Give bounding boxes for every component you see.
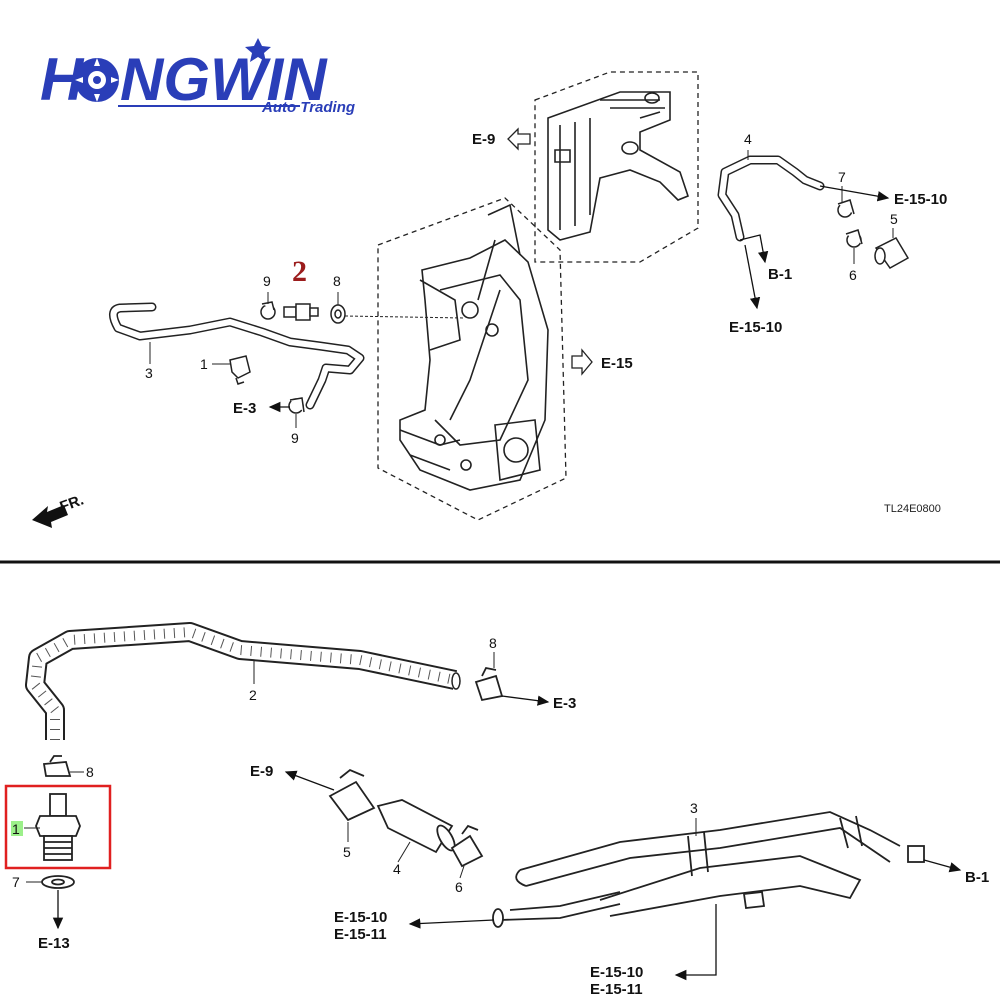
engine-bracket-drawing — [399, 203, 549, 491]
top-diagram: 2 9 8 3 1 9 4 7 5 6 E-9 E-15-10 B-1 E-15… — [32, 71, 947, 528]
logo-brand-rest: NGWIN — [120, 46, 328, 113]
arrow-to-e3-bottom-icon — [501, 695, 550, 706]
logo-subtitle: Auto Trading — [261, 99, 355, 116]
bottom-ref-e9: E-9 — [250, 763, 273, 780]
bottom-ref-e15-11-left: E-15-11 — [334, 926, 387, 943]
top-label-7: 7 — [838, 169, 846, 185]
arrow-to-e15-10-right-icon — [674, 904, 717, 981]
top-label-5: 5 — [890, 211, 898, 227]
hongwin-logo: H NGWIN Auto Trading — [40, 38, 355, 116]
clip-6-bottom — [450, 824, 484, 868]
diagram-code: TL24E0800 — [884, 503, 941, 515]
top-label-6: 6 — [849, 267, 857, 283]
pcv-valve-1-drawing — [35, 793, 81, 861]
bottom-ref-e13: E-13 — [38, 935, 70, 952]
top-ref-e3: E-3 — [233, 400, 256, 417]
top-ref-e15-10-upper: E-15-10 — [894, 191, 947, 208]
top-ref-b1: B-1 — [768, 266, 792, 283]
manifold-dashed-box — [534, 71, 699, 263]
logo-wheel-icon — [75, 58, 119, 102]
clip-8-bottom-left — [42, 755, 72, 777]
logo-star-icon — [245, 38, 271, 62]
bottom-ref-e3: E-3 — [553, 695, 576, 712]
bottom-label-4: 4 — [393, 861, 401, 877]
arrow-to-e15-10-left-icon — [408, 918, 495, 929]
clip-9-lower — [288, 397, 305, 414]
engine-dashed-box — [377, 197, 567, 521]
top-reference-arrows — [268, 127, 890, 413]
top-label-3: 3 — [145, 365, 153, 381]
clip-8-bottom-right — [474, 666, 504, 702]
washer-7 — [41, 875, 75, 889]
arrow-to-b1-icon — [739, 234, 769, 264]
pcv-valve-drawing — [283, 303, 319, 321]
top-label-4: 4 — [744, 131, 752, 147]
arrow-to-b1-bottom-icon — [923, 859, 962, 873]
bottom-ref-e15-10-right: E-15-10 — [590, 964, 643, 981]
front-direction-marker: FR. — [32, 492, 86, 528]
bottom-ref-e15-11-right: E-15-11 — [590, 981, 643, 998]
bottom-reference-arrows — [52, 695, 962, 981]
callout-part-2: 2 — [292, 255, 307, 288]
front-label: FR. — [58, 492, 87, 516]
front-arrow-icon — [32, 505, 68, 528]
top-ref-e15-10-lower: E-15-10 — [729, 319, 782, 336]
bottom-label-6: 6 — [455, 879, 463, 895]
clip-5-bottom — [328, 768, 376, 822]
bottom-label-5: 5 — [343, 844, 351, 860]
hose-4-bottom-drawing — [376, 799, 456, 854]
top-label-8: 8 — [333, 273, 341, 289]
bottom-label-2: 2 — [249, 687, 257, 703]
clip-6 — [845, 229, 863, 248]
bottom-leader-lines — [24, 652, 697, 883]
intake-manifold-drawing — [547, 91, 689, 241]
top-leader-lines — [149, 150, 894, 428]
hose-2-drawing — [25, 622, 461, 740]
bottom-label-8-left: 8 — [86, 764, 94, 780]
pipe-3-drawing — [492, 811, 925, 928]
bottom-label-1: 1 — [12, 821, 20, 837]
part-1-highlight-tag — [11, 821, 23, 836]
washer-8 — [330, 304, 346, 324]
cap-5 — [874, 237, 910, 269]
arrow-to-e15-10-top-icon — [819, 185, 890, 202]
top-label-1: 1 — [200, 356, 208, 372]
bottom-label-7: 7 — [12, 874, 20, 890]
arrow-to-e9-bottom-icon — [284, 770, 335, 791]
bottom-label-3: 3 — [690, 800, 698, 816]
bottom-ref-e15-10-left: E-15-10 — [334, 909, 387, 926]
top-label-9-lower: 9 — [291, 430, 299, 446]
bottom-ref-b1: B-1 — [965, 869, 989, 886]
top-ref-e15: E-15 — [601, 355, 633, 372]
arrow-to-e15-10-bottom-icon — [744, 244, 761, 310]
top-ref-e9: E-9 — [472, 131, 495, 148]
arrow-to-e9-icon — [507, 127, 531, 151]
bottom-diagram: 2 8 8 1 7 5 4 6 3 E-3 E-9 B-1 E-13 E-15-… — [4, 622, 989, 998]
pcv-valve-highlight-box — [4, 784, 112, 870]
bottom-label-8-top: 8 — [489, 635, 497, 651]
top-label-9-upper: 9 — [263, 273, 271, 289]
clip-1 — [229, 355, 251, 385]
clip-9-upper — [260, 301, 276, 320]
arrow-to-e15-icon — [571, 348, 593, 376]
clip-7 — [837, 199, 855, 218]
